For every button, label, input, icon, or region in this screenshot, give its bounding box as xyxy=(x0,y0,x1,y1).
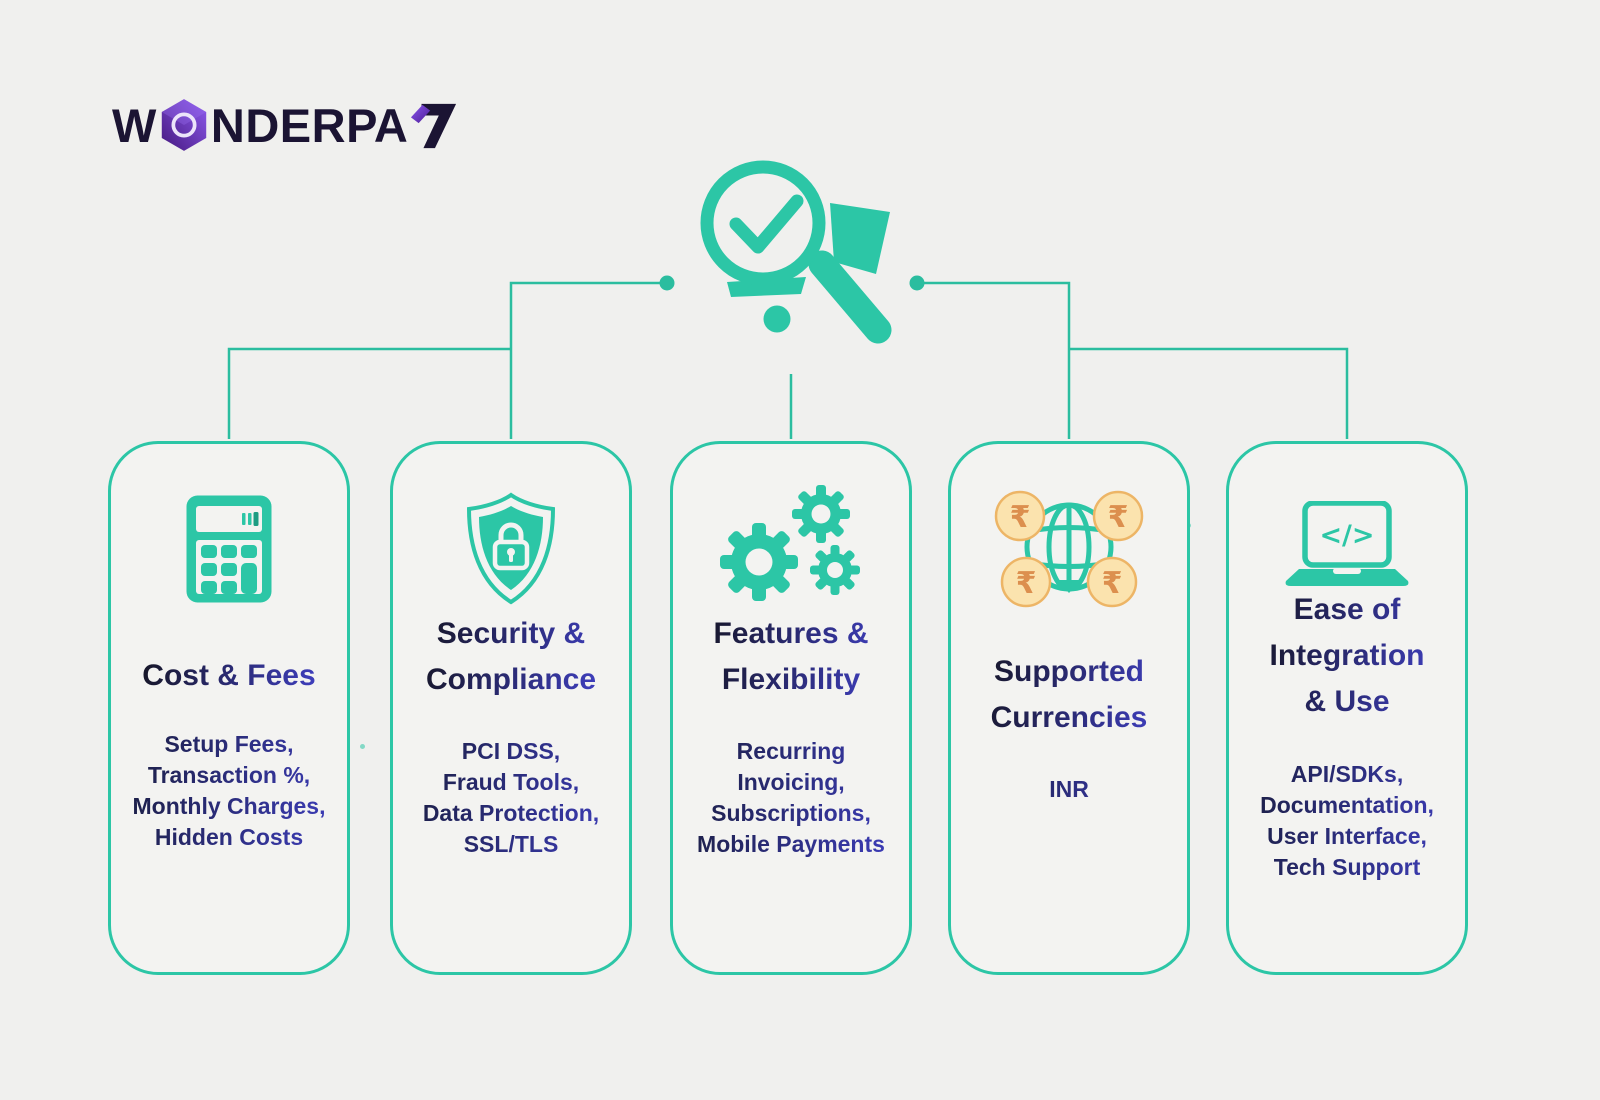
body-line: User Interface, xyxy=(1267,823,1427,849)
title-line: Features & xyxy=(713,617,869,650)
logo-text-pa: PA xyxy=(346,98,408,152)
globe-rupee-icon: ₹ ₹ ₹ ₹ xyxy=(951,486,1187,612)
logo-text-nder: NDER xyxy=(210,98,347,152)
title-line: Cost & Fees xyxy=(142,659,316,692)
card-body: PCI DSS, Fraud Tools, Data Protection, S… xyxy=(393,736,629,860)
magnifier-lens xyxy=(700,160,826,286)
card-security-compliance: Security & Compliance PCI DSS, Fraud Too… xyxy=(390,441,632,975)
body-line: Setup Fees, xyxy=(164,731,294,757)
title-line: & Use xyxy=(1304,685,1390,718)
card-title: Features & Flexibility xyxy=(673,611,909,703)
card-body: Setup Fees, Transaction %, Monthly Charg… xyxy=(111,729,347,853)
title-line: Ease of xyxy=(1293,593,1401,626)
body-line: INR xyxy=(1049,776,1089,802)
wonderpay-logo: W NDER PA xyxy=(112,96,458,154)
card-title: Supported Currencies xyxy=(951,649,1187,741)
rupee-symbol: ₹ xyxy=(1108,500,1129,535)
calculator-icon xyxy=(111,486,347,612)
card-supported-currencies: ₹ ₹ ₹ ₹ Supported Currencies INR xyxy=(948,441,1190,975)
title-line: Supported xyxy=(994,655,1144,688)
check-mark xyxy=(729,194,804,254)
body-line: PCI DSS, xyxy=(461,738,561,764)
body-line: Monthly Charges, xyxy=(132,793,326,819)
body-line: SSL/TLS xyxy=(463,831,559,857)
body-line: API/SDKs, xyxy=(1290,761,1404,787)
logo-text-w: W xyxy=(112,98,157,152)
code-glyph: </> xyxy=(1319,520,1374,551)
card-body: INR xyxy=(951,774,1187,805)
magnifier-flag-shape xyxy=(830,203,890,274)
body-line: Subscriptions, xyxy=(711,800,871,826)
card-cost-fees: Cost & Fees Setup Fees, Transaction %, M… xyxy=(108,441,350,975)
gears-icon xyxy=(673,485,909,612)
card-ease-of-integration: </> Ease of Integration & Use API/SDKs, … xyxy=(1226,441,1468,975)
title-line: Currencies xyxy=(990,701,1148,734)
rupee-symbol: ₹ xyxy=(1016,566,1037,601)
laptop-code-icon: </> xyxy=(1229,486,1465,612)
body-line: Mobile Payments xyxy=(697,831,885,857)
rupee-symbol: ₹ xyxy=(1102,566,1123,601)
body-line: Transaction %, xyxy=(147,762,311,788)
card-body: Recurring Invoicing, Subscriptions, Mobi… xyxy=(673,736,909,860)
title-line: Integration xyxy=(1269,639,1425,672)
body-line: Data Protection, xyxy=(422,800,600,826)
card-title: Security & Compliance xyxy=(393,611,629,703)
title-line: Compliance xyxy=(425,663,597,696)
body-line: Recurring xyxy=(736,738,846,764)
magnifier-check-icon xyxy=(700,160,892,344)
card-title: Cost & Fees xyxy=(111,653,347,699)
connector-dot-left xyxy=(659,275,675,291)
card-body: API/SDKs, Documentation, User Interface,… xyxy=(1229,759,1465,883)
shield-lock-icon xyxy=(393,486,629,612)
magnifier-dot xyxy=(763,305,791,333)
connector-dot-right xyxy=(909,275,925,291)
body-line: Invoicing, xyxy=(737,769,845,795)
decorative-speck xyxy=(360,744,365,749)
hexagon-o-icon xyxy=(161,99,207,151)
card-features-flexibility: Features & Flexibility Recurring Invoici… xyxy=(670,441,912,975)
title-line: Security & xyxy=(436,617,586,650)
title-line: Flexibility xyxy=(721,663,861,696)
stylized-y-icon xyxy=(410,103,456,149)
connector-lines xyxy=(227,281,1349,439)
rupee-symbol: ₹ xyxy=(1010,500,1031,535)
magnifier-handle xyxy=(808,250,892,344)
card-title: Ease of Integration & Use xyxy=(1229,587,1465,725)
body-line: Fraud Tools, xyxy=(442,769,580,795)
body-line: Hidden Costs xyxy=(154,824,304,850)
body-line: Tech Support xyxy=(1273,854,1421,880)
body-line: Documentation, xyxy=(1260,792,1434,818)
